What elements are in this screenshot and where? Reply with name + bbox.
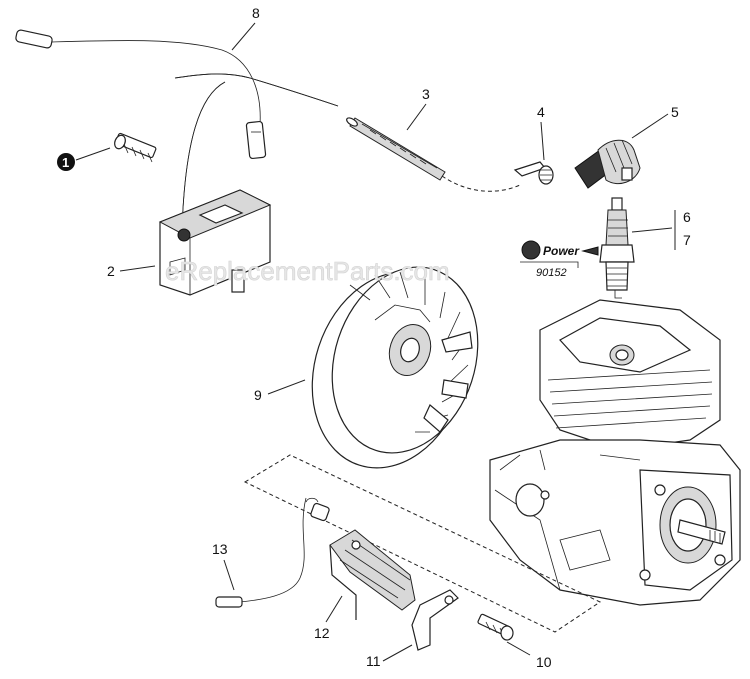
callout-2-label: 2 — [107, 263, 115, 279]
callout-1-label: 1 — [62, 155, 69, 170]
screw-1[interactable] — [113, 132, 157, 163]
callout-6-label: 6 — [683, 209, 691, 225]
callout-8: 8 — [231, 5, 260, 51]
callout-4: 4 — [537, 104, 545, 161]
callout-5: 5 — [631, 104, 679, 139]
callout-8-label: 8 — [252, 5, 260, 21]
ignition-coil-2[interactable] — [158, 73, 339, 296]
brand-number: 90152 — [536, 267, 567, 279]
callout-3-label: 3 — [422, 86, 430, 102]
screw-10[interactable] — [477, 613, 514, 641]
engine-block[interactable] — [489, 299, 741, 606]
watermark: eReplacementParts.com — [165, 256, 450, 286]
tube-3[interactable] — [345, 116, 446, 181]
callout-12-label: 12 — [314, 625, 330, 641]
ignition-wire-8[interactable] — [15, 29, 267, 160]
spring-clip-4[interactable] — [513, 161, 554, 185]
power-brand-badge: Power 90152 — [520, 240, 599, 279]
callout-11: 11 — [366, 644, 413, 669]
callout-11-label: 11 — [366, 653, 381, 669]
bracket-12[interactable] — [329, 529, 416, 620]
callout-2: 2 — [107, 263, 156, 279]
callout-10-label: 10 — [536, 654, 552, 670]
callout-9-label: 9 — [254, 387, 262, 403]
callout-12: 12 — [314, 595, 343, 641]
flywheel-9[interactable] — [288, 248, 501, 488]
spark-plug-boot-5[interactable] — [574, 139, 641, 189]
leader-tube-to-spring — [441, 175, 521, 192]
ground-wire-13[interactable] — [215, 497, 330, 608]
callout-3: 3 — [406, 86, 430, 131]
spark-plug-6-7[interactable] — [599, 197, 635, 299]
callout-4-label: 4 — [537, 104, 545, 120]
callout-13-label: 13 — [212, 541, 228, 557]
callout-1: 1 — [57, 147, 111, 171]
brand-name: Power — [543, 244, 580, 258]
callout-13: 13 — [212, 541, 235, 591]
callout-7-label: 7 — [683, 232, 691, 248]
mounting-plane-outline — [243, 454, 602, 633]
callout-6-7: 6 7 — [631, 209, 691, 250]
callout-5-label: 5 — [671, 104, 679, 120]
callout-9: 9 — [254, 379, 306, 403]
callout-10: 10 — [506, 641, 552, 670]
plate-11[interactable] — [411, 589, 459, 651]
